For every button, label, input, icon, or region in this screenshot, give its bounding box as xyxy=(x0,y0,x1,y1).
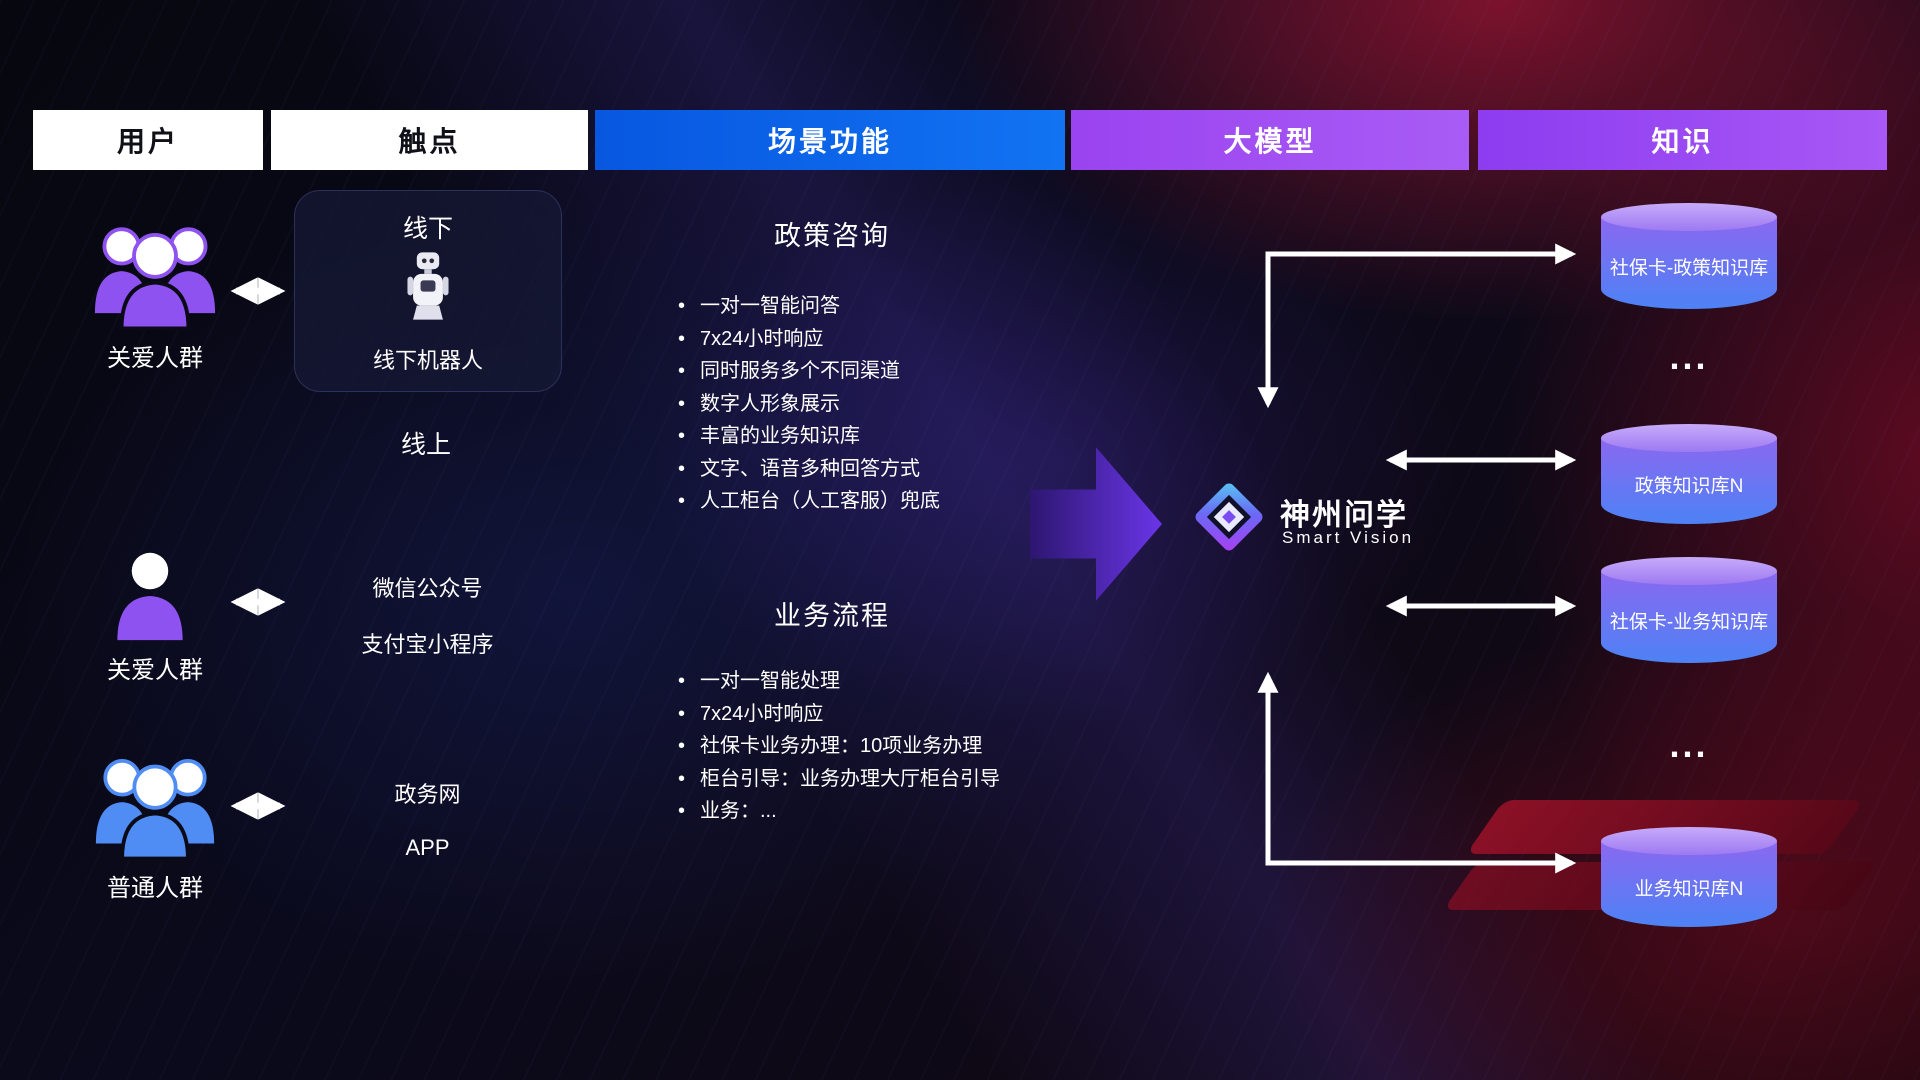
database-label: 政策知识库N xyxy=(1634,476,1744,498)
database-cylinder: 社保卡-业务知识库 xyxy=(1601,557,1777,663)
offline-touchpoint-card: 线下 线下机器人 xyxy=(294,190,562,392)
people-group-icon xyxy=(80,212,230,336)
scenario-title-policy: 政策咨询 xyxy=(774,221,890,251)
user-group-label: 普通人群 xyxy=(107,875,203,902)
user-group-label: 关爱人群 xyxy=(107,345,203,372)
database-body xyxy=(1601,571,1777,663)
scenario-bullet: 数字人形象展示 xyxy=(676,388,1146,421)
offline-robot-label: 线下机器人 xyxy=(372,348,483,373)
scenario-bullet: 一对一智能问答 xyxy=(676,290,1146,323)
people-group-icon xyxy=(80,744,230,866)
column-header-scenarios: 场景功能 xyxy=(595,110,1065,170)
scenario-bullet: 同时服务多个不同渠道 xyxy=(676,355,1146,388)
database-top xyxy=(1601,203,1777,231)
brand-name: 神州问学 xyxy=(1280,499,1408,532)
database-label: 业务知识库N xyxy=(1634,879,1744,901)
database-cylinder: 业务知识库N xyxy=(1601,827,1777,927)
channel-app: APP xyxy=(405,835,450,860)
scenario-bullet: 7x24小时响应 xyxy=(676,698,1146,731)
scenario-bullet: 柜台引导：业务办理大厅柜台引导 xyxy=(676,763,1146,796)
ellipsis-separator: ... xyxy=(1669,724,1709,765)
brand-subtitle: Smart Vision xyxy=(1282,528,1415,547)
user-group-label: 关爱人群 xyxy=(107,657,203,684)
column-header-knowledge: 知识 xyxy=(1478,110,1887,170)
scenario-bullet: 7x24小时响应 xyxy=(676,323,1146,356)
database-body xyxy=(1601,217,1777,309)
scenario-bullet: 文字、语音多种回答方式 xyxy=(676,453,1146,486)
database-top xyxy=(1601,557,1777,585)
column-header-users: 用户 xyxy=(33,110,263,170)
database-cylinder: 社保卡-政策知识库 xyxy=(1601,203,1777,309)
database-top xyxy=(1601,827,1777,855)
channel-alipay: 支付宝小程序 xyxy=(361,632,494,657)
robot-icon xyxy=(400,247,456,325)
column-header-touchpoints: 触点 xyxy=(271,110,588,170)
model-to-policy-db-arrow xyxy=(1257,243,1577,409)
scenario-title-business: 业务流程 xyxy=(774,601,890,631)
database-label: 社保卡-业务知识库 xyxy=(1609,612,1769,634)
scenario-business-list: 一对一智能处理 7x24小时响应 社保卡业务办理：10项业务办理 柜台引导：业务… xyxy=(676,665,1146,828)
ellipsis-separator: ... xyxy=(1669,336,1709,377)
column-header-model: 大模型 xyxy=(1071,110,1469,170)
database-body xyxy=(1601,438,1777,524)
online-title: 线上 xyxy=(400,431,451,459)
scenario-bullet: 一对一智能处理 xyxy=(676,665,1146,698)
scenario-bullet: 业务：... xyxy=(676,795,1146,828)
scenario-bullet: 社保卡业务办理：10项业务办理 xyxy=(676,730,1146,763)
scenario-policy-list: 一对一智能问答 7x24小时响应 同时服务多个不同渠道 数字人形象展示 丰富的业… xyxy=(676,290,1146,518)
database-top xyxy=(1601,424,1777,452)
channel-wechat: 微信公众号 xyxy=(372,576,483,601)
diamond-logo-icon xyxy=(1188,476,1270,558)
channel-gov-web: 政务网 xyxy=(394,782,461,807)
database-cylinder: 政策知识库N xyxy=(1601,424,1777,524)
database-body xyxy=(1601,841,1777,927)
scenario-bullet: 人工柜台（人工客服）兜底 xyxy=(676,485,1146,518)
offline-title: 线下 xyxy=(402,215,453,243)
database-label: 社保卡-政策知识库 xyxy=(1609,258,1769,280)
person-icon xyxy=(110,548,190,644)
scenario-bullet: 丰富的业务知识库 xyxy=(676,420,1146,453)
